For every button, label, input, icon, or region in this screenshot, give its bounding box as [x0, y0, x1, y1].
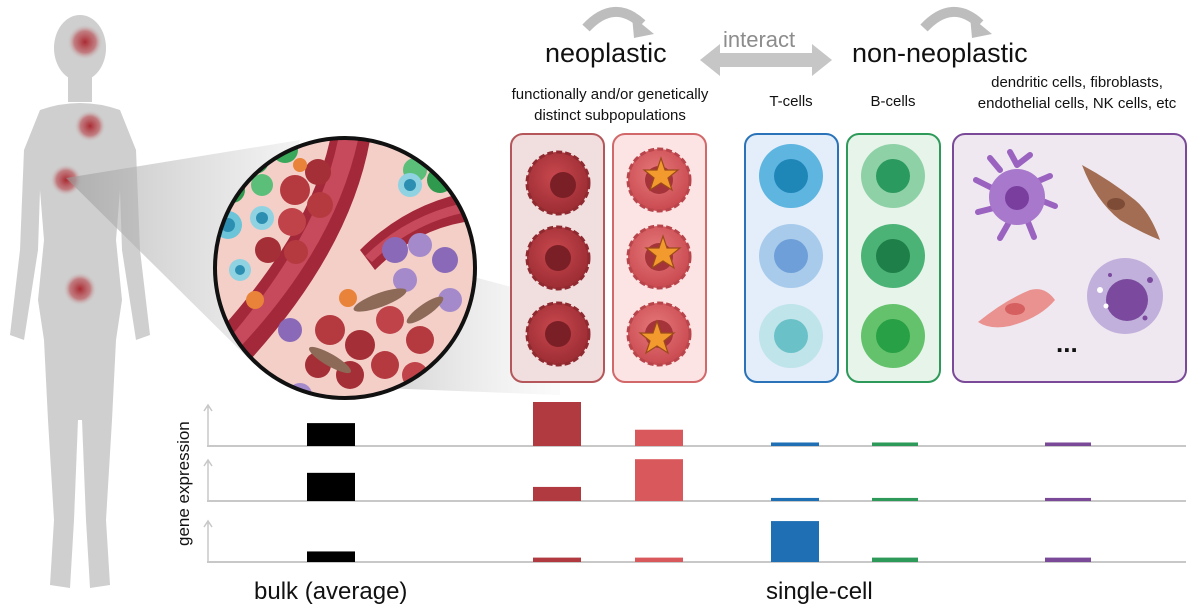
other-cells-caption: dendritic cells, fibroblasts, endothelia… [955, 72, 1199, 114]
bar-other-row-3 [1045, 557, 1091, 562]
subpop-line-1: functionally and/or genetically [511, 86, 709, 103]
y-axis-arrow-row-2 [203, 458, 213, 501]
bar-t-cell-row-3 [771, 521, 819, 562]
lesion-chest [74, 110, 106, 142]
t-cells-label: T-cells [769, 93, 813, 110]
bar-neoplastic-2-row-2 [635, 459, 683, 501]
bar-other-row-1 [1045, 442, 1091, 446]
other-cells-box [952, 133, 1187, 383]
bar-b-cell-row-3 [872, 557, 918, 562]
self-interaction-arrow-non-neoplastic [920, 6, 992, 38]
bar-bulk-row-2 [307, 472, 355, 501]
b-cell-box [846, 133, 941, 383]
non-neoplastic-label: non-neoplastic [852, 38, 1028, 68]
subpop-line-2: distinct subpopulations [534, 107, 686, 124]
endothelial-cell-icon [978, 289, 1055, 328]
other-line-2: endothelial cells, NK cells, etc [977, 95, 1177, 112]
bar-b-cell-row-1 [872, 442, 918, 446]
bar-t-cell-row-2 [771, 497, 819, 501]
other-line-1: dendritic cells, fibroblasts, [991, 74, 1163, 91]
bar-t-cell-row-1 [771, 442, 819, 446]
b-cells-label: B-cells [870, 93, 916, 110]
bar-neoplastic-1-row-3 [533, 557, 581, 562]
more-cells-ellipsis: ... [1056, 328, 1078, 358]
lesion-head [67, 24, 103, 60]
fibroblast-icon [1082, 165, 1160, 240]
bar-bulk-row-3 [307, 551, 355, 562]
interact-label: interact [723, 27, 796, 52]
bar-other-row-2 [1045, 497, 1091, 501]
neoplastic-label: neoplastic [545, 38, 667, 68]
tumor-cells-subpop-2 [626, 147, 692, 367]
bar-neoplastic-1-row-2 [533, 486, 581, 501]
single-cell-label: single-cell [766, 578, 873, 605]
dendritic-cell-icon [973, 149, 1058, 241]
interact-arrow [700, 44, 832, 76]
lesion-breast [50, 164, 82, 196]
lesion-abdomen [63, 272, 97, 306]
bar-b-cell-row-2 [872, 497, 918, 501]
bar-neoplastic-2-row-3 [635, 557, 683, 562]
bar-bulk-row-1 [307, 423, 355, 446]
y-axis-arrow-row-3 [203, 519, 213, 562]
subpopulations-caption: functionally and/or genetically distinct… [488, 84, 732, 126]
nk-cell-icon [1087, 258, 1163, 334]
mutation-star-icon [638, 319, 676, 355]
bar-neoplastic-1-row-1 [533, 402, 581, 446]
mutation-star-icon [642, 156, 680, 192]
tumor-cells-subpop-1 [525, 150, 591, 367]
y-axis-arrow-row-1 [203, 403, 213, 446]
y-axis-label: gene expression [174, 421, 193, 546]
bulk-label: bulk (average) [254, 578, 408, 605]
self-interaction-arrow-neoplastic [582, 6, 654, 38]
mutation-star-icon [644, 234, 682, 270]
gene-expression-plot [203, 402, 1186, 563]
t-cell-box [744, 133, 839, 383]
bar-neoplastic-2-row-1 [635, 429, 683, 446]
